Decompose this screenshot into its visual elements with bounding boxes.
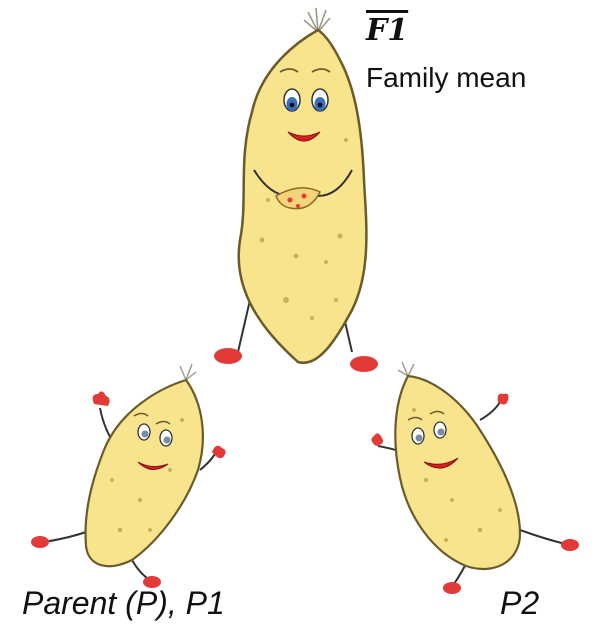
p2-sprout — [398, 362, 414, 376]
p1-right-eye — [164, 437, 171, 444]
p2-potato — [371, 362, 579, 594]
p1-body — [86, 380, 203, 566]
p2-right-foot — [561, 539, 579, 551]
p1-sprout — [180, 364, 196, 380]
p1-parent-label: Parent (P), P1 — [22, 584, 225, 622]
p1-potato — [31, 364, 226, 588]
p2-right-eye — [438, 429, 445, 436]
p1-left-hand — [93, 391, 110, 406]
p2-left-eye — [416, 435, 423, 442]
f1-potato — [214, 8, 378, 372]
p2-left-hand — [371, 433, 383, 446]
p1-left-foot — [31, 536, 49, 548]
f1-sprout — [304, 8, 330, 32]
p1-left-eye — [142, 431, 149, 438]
f1-right-foot — [350, 356, 378, 372]
p2-parent-label: P2 — [500, 584, 539, 622]
f1-left-foot — [214, 348, 242, 364]
p2-body — [395, 376, 520, 569]
f1-symbol-label: F1 — [366, 14, 408, 48]
p2-left-foot — [443, 582, 461, 594]
f1-family-mean-label: Family mean — [366, 62, 526, 94]
